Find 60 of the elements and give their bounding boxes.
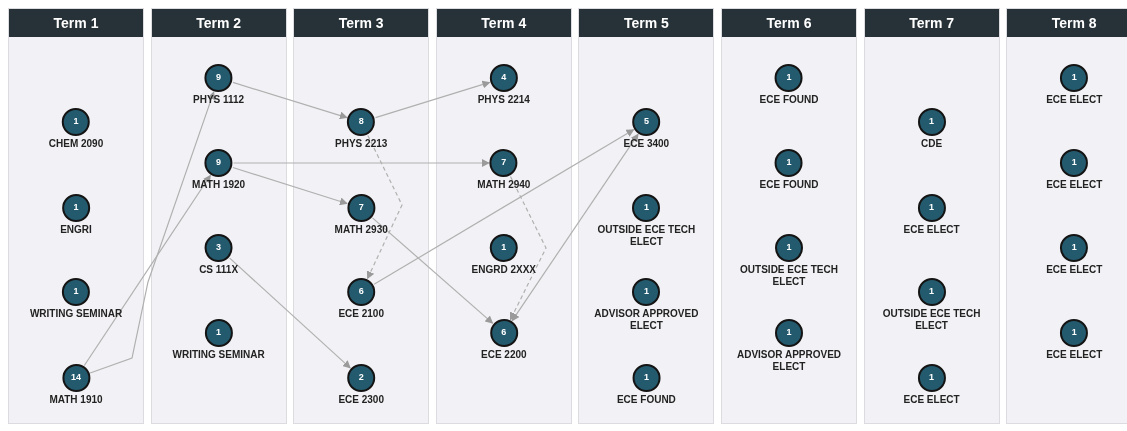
course-name: OUTSIDE ECE TECH ELECT [739, 264, 839, 288]
term-header: Term 2 [151, 9, 286, 37]
course-name: ECE FOUND [616, 394, 676, 406]
course-name: WRITING SEMINAR [29, 308, 123, 320]
arrow [83, 174, 211, 367]
arrow [373, 129, 635, 285]
term-header: Term 8 [1007, 9, 1127, 37]
course-name: WRITING SEMINAR [172, 349, 265, 361]
arrow [232, 166, 348, 206]
arrow [232, 81, 348, 120]
term-column [863, 8, 1000, 424]
term-column [1006, 8, 1127, 424]
course-name: MATH 1920 [192, 179, 246, 191]
course-name: OUTSIDE ECE TECH ELECT [881, 308, 982, 332]
course-name: ECE ELECT [903, 224, 960, 236]
course-name: ECE ELECT [1046, 94, 1103, 106]
course-name: ECE 2200 [481, 349, 527, 361]
course-name: MATH 2940 [477, 179, 531, 191]
term-column [293, 8, 430, 424]
term-column [8, 8, 144, 424]
term-header: Term 7 [864, 9, 999, 37]
course-name: ADVISOR APPROVED ELECT [593, 308, 700, 332]
course-name: ENGRI [60, 224, 92, 236]
course-name: PHYS 1112 [193, 94, 245, 106]
term-column [435, 8, 572, 424]
course-name: CHEM 2090 [48, 138, 104, 150]
course-name: ECE ELECT [1046, 264, 1103, 276]
arrow [371, 217, 494, 324]
course-name: MATH 1910 [49, 394, 103, 406]
arrow [366, 134, 403, 280]
arrow [374, 80, 491, 119]
course-name: ECE FOUND [759, 94, 819, 106]
term-header: Term 3 [294, 9, 429, 37]
term-header: Term 6 [722, 9, 856, 37]
term-header: Term 4 [436, 9, 571, 37]
course-name: ECE ELECT [1046, 179, 1103, 191]
course-name: MATH 2930 [334, 224, 388, 236]
course-name: ECE FOUND [759, 179, 819, 191]
term-header: Term 1 [9, 9, 143, 37]
arrow [233, 159, 490, 167]
course-name: ECE ELECT [1046, 349, 1103, 361]
course-name: ECE 3400 [623, 138, 670, 150]
course-name: CDE [921, 138, 943, 150]
course-name: OUTSIDE ECE TECH ELECT [596, 224, 697, 248]
course-name: ECE ELECT [903, 394, 960, 406]
term-header: Term 5 [579, 9, 714, 37]
term-column [721, 8, 857, 424]
course-name: PHYS 2213 [335, 138, 388, 150]
course-name: PHYS 2214 [477, 94, 530, 106]
arrow [511, 133, 639, 322]
arrow [229, 257, 351, 369]
course-name: ENGRD 2XXX [471, 264, 537, 276]
course-name: ADVISOR APPROVED ELECT [735, 349, 843, 373]
term-column [150, 8, 287, 424]
course-name: CS 111X [199, 264, 239, 276]
course-name: ECE 2100 [338, 308, 384, 320]
term-column [578, 8, 715, 424]
arrow [509, 175, 547, 321]
course-name: ECE 2300 [338, 394, 384, 406]
arrow [89, 91, 216, 374]
